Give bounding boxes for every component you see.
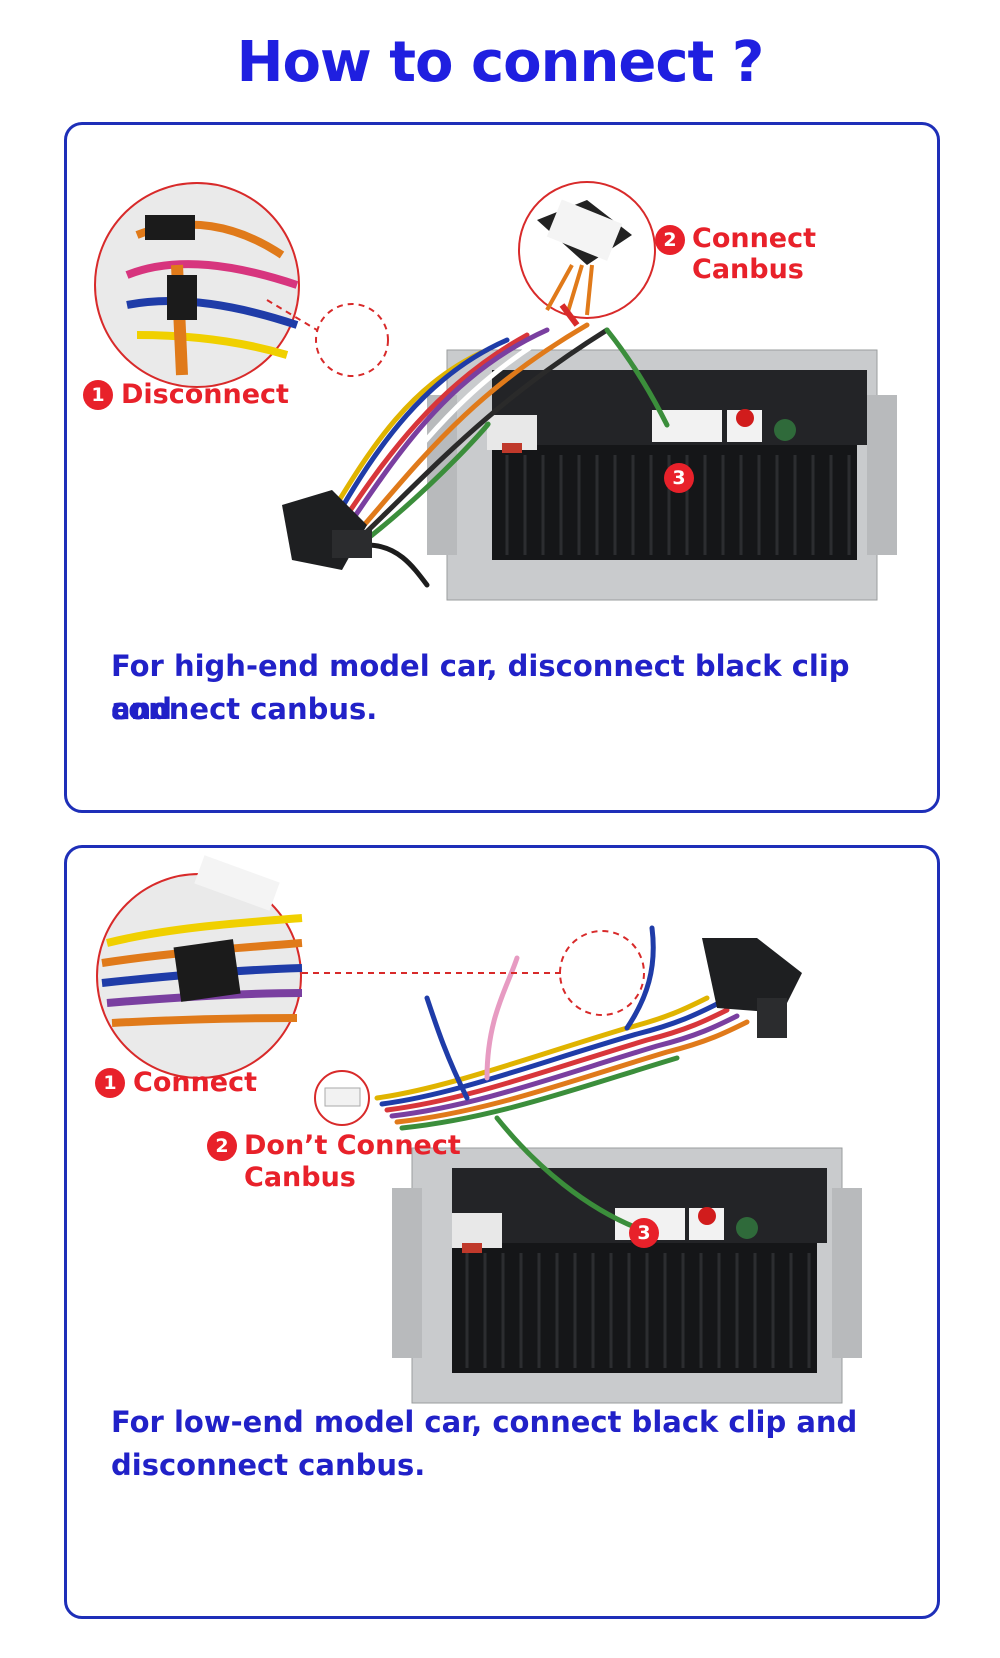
step-1-badge: 1 [95, 1068, 125, 1098]
page-title: How to connect ? [236, 30, 765, 95]
step-2-badge: 2 [207, 1131, 237, 1161]
wiring-harness [374, 925, 750, 1231]
high-end-caption-line2: connect canbus. [111, 692, 378, 726]
step-3-badge: 3 [629, 1218, 659, 1248]
low-end-caption-line1: For low-end model car, connect black cli… [111, 1405, 858, 1439]
dont-connect-canbus-label-line1: Don’t Connect [244, 1130, 461, 1161]
low-end-panel: 1 Connect 2 Don’t Connect Canbus 3 For l… [64, 845, 940, 1619]
dont-connect-canbus-label-line2: Canbus [244, 1162, 356, 1193]
wiring-photo-high-end [94, 181, 897, 601]
iso-connector [282, 490, 372, 570]
step-3-badge: 3 [664, 463, 694, 493]
disconnect-zoom-detail [94, 182, 389, 388]
head-unit [392, 1147, 862, 1404]
low-end-caption-line2: disconnect canbus. [111, 1448, 426, 1482]
disconnect-label: Disconnect [121, 379, 289, 410]
canbus-box-detail [518, 181, 656, 327]
step-1-badge: 1 [83, 380, 113, 410]
high-end-caption-line1: For high-end model car, disconnect black… [111, 649, 850, 726]
head-unit [427, 349, 897, 601]
connect-label: Connect [133, 1067, 258, 1098]
step-2-badge: 2 [655, 225, 685, 255]
high-end-panel: 1 Disconnect 2 Connect Canbus 3 For high… [64, 122, 940, 813]
wiring-photo-low-end [96, 855, 862, 1404]
connect-zoom-detail [96, 855, 645, 1079]
canbus-plug-detail [314, 1070, 370, 1126]
connect-canbus-label-line1: Connect [692, 223, 817, 254]
iso-connector [702, 938, 802, 1038]
connect-canbus-label-line2: Canbus [692, 254, 804, 285]
wiring-harness [324, 322, 670, 588]
